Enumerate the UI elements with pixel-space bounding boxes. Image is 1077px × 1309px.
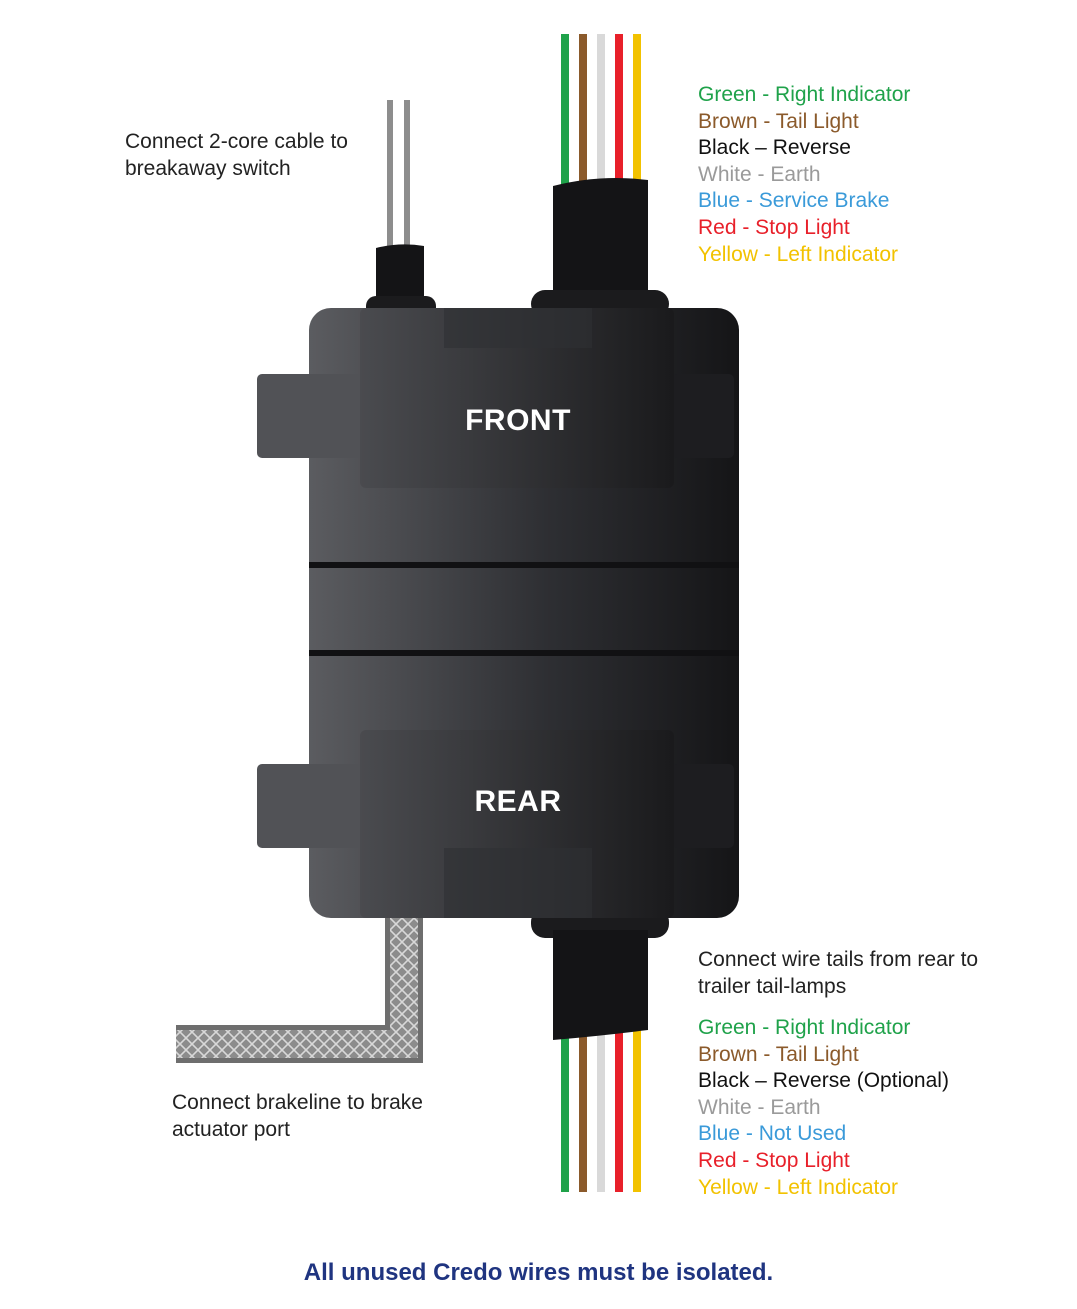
front-right-tab [672, 374, 734, 458]
front-wire-red [615, 34, 623, 204]
rear-legend-item: White - Earth [698, 1095, 821, 1119]
breakaway-cable-sheath [376, 244, 424, 305]
brakeline-note: Connect brakeline to brake actuator port [172, 1089, 423, 1143]
brakeline-hose [176, 912, 423, 1063]
rear-connector [360, 730, 674, 918]
isolation-warning: All unused Credo wires must be isolated. [303, 1259, 774, 1286]
front-legend-item: Brown - Tail Light [698, 109, 859, 133]
front-label: FRONT [465, 404, 571, 437]
breakaway-core-1 [387, 100, 393, 252]
rear-legend-item: Brown - Tail Light [698, 1042, 859, 1066]
front-wire-legend: Green - Right Indicator Brown - Tail Lig… [698, 82, 910, 268]
front-legend-item: Green - Right Indicator [698, 83, 911, 106]
rear-right-tab [672, 764, 734, 848]
front-legend-item: Yellow - Left Indicator [698, 242, 899, 266]
front-legend-item: Blue - Service Brake [698, 189, 890, 213]
module-body [257, 308, 739, 918]
breakaway-note: Connect 2-core cable to breakaway switch [125, 128, 348, 182]
rear-legend-item: Blue - Not Used [698, 1122, 847, 1146]
rear-wire-white [597, 1030, 605, 1192]
module-band-2 [309, 568, 739, 650]
module-band-3 [309, 656, 739, 730]
rear-wire-red [615, 1030, 623, 1192]
front-wire-yellow [633, 34, 641, 204]
module-band-1 [309, 490, 739, 562]
rear-legend-item: Green - Right Indicator [698, 1016, 911, 1039]
rear-wire-green [561, 1030, 569, 1192]
rear-legend-item: Yellow - Left Indicator [698, 1175, 899, 1199]
rear-legend-item: Black – Reverse (Optional) [698, 1069, 949, 1093]
front-left-tab [257, 374, 367, 458]
rear-wire-yellow [633, 1030, 641, 1192]
rear-tails-note-line-1: Connect wire tails from rear to [698, 948, 979, 971]
rear-label: REAR [474, 785, 562, 818]
front-wire-bundle [561, 34, 641, 204]
front-legend-item: Black – Reverse [698, 136, 851, 160]
front-legend-item: White - Earth [698, 162, 821, 186]
rear-wire-legend: Green - Right Indicator Brown - Tail Lig… [698, 1015, 949, 1201]
rear-tails-note: Connect wire tails from rear to trailer … [698, 946, 978, 1000]
rear-wire-bundle [561, 1030, 641, 1192]
front-wire-green [561, 34, 569, 204]
front-wire-brown [579, 34, 587, 204]
front-cable-sheath [553, 178, 648, 300]
front-wire-white [597, 34, 605, 204]
rear-tails-note-line-2: trailer tail-lamps [698, 975, 847, 998]
brakeline-note-line-1: Connect brakeline to brake [172, 1091, 423, 1114]
rear-left-tab [257, 764, 367, 848]
breakaway-core-2 [404, 100, 410, 252]
rear-cable-sheath [553, 930, 648, 1040]
brakeline-note-line-2: actuator port [172, 1118, 290, 1141]
front-connector [360, 308, 674, 488]
breakaway-note-line-2: breakaway switch [125, 157, 291, 180]
breakaway-note-line-1: Connect 2-core cable to [125, 130, 348, 153]
rear-wire-brown [579, 1030, 587, 1192]
rear-legend-item: Red - Stop Light [698, 1148, 850, 1172]
front-legend-item: Red - Stop Light [698, 215, 850, 239]
